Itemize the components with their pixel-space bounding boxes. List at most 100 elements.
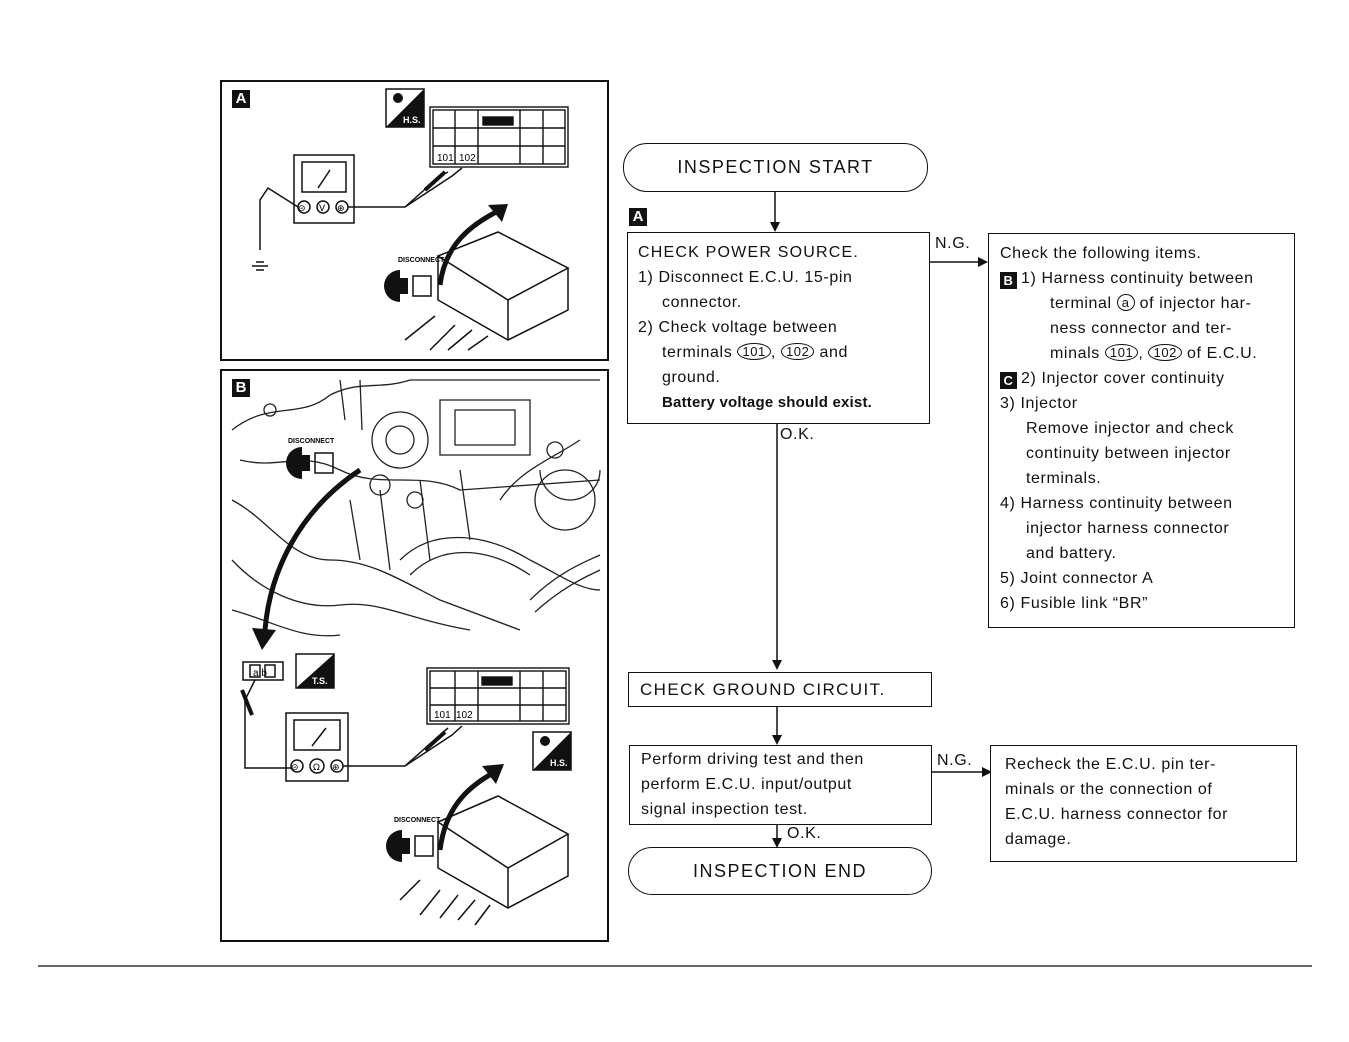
flow-arrowheads (770, 222, 992, 848)
connector-ab-icon (242, 661, 284, 681)
check-power-line-1: 1) Disconnect E.C.U. 15-pin (638, 269, 853, 286)
check-item-1d-pre: minals (1050, 345, 1100, 362)
check-ground-box: CHECK GROUND CIRCUIT. (628, 672, 932, 707)
recheck-line-2: minals or the connection of (1005, 781, 1213, 798)
step-a-tag: A (629, 208, 647, 226)
driving-line-2: perform E.C.U. input/output (641, 776, 852, 793)
check-item-4: 4) Harness continuity between (1000, 495, 1233, 512)
check-item-1b-pre: terminal (1050, 295, 1112, 312)
recheck-line-1: Recheck the E.C.U. pin ter- (1005, 756, 1216, 773)
ng-label-1: N.G. (935, 235, 971, 252)
check-items-title: Check the following items. (1000, 245, 1202, 262)
check-ground-label: CHECK GROUND CIRCUIT. (640, 680, 886, 699)
meter-symbol-plus-a: ⊕ (337, 204, 345, 214)
recheck-line-3: E.C.U. harness connector for (1005, 806, 1229, 823)
ng-label-2: N.G. (937, 752, 973, 769)
ohmmeter-b-icon (285, 712, 349, 782)
disconnect-label-a: DISCONNECT (398, 257, 445, 264)
disconnect-plug-b-top-icon (286, 447, 334, 479)
disconnect-plug-b-bottom-icon (386, 830, 434, 862)
inspection-start-label: INSPECTION START (677, 157, 874, 177)
ecu-terminal-102-circle: 102 (1148, 344, 1182, 361)
check-item-4-line-2: and battery. (1026, 545, 1117, 562)
check-item-1d-post: of E.C.U. (1187, 345, 1258, 362)
check-item-3-line-3: terminals. (1026, 470, 1102, 487)
terminal-102-b: 102 (456, 710, 473, 721)
check-item-3-line-1: Remove injector and check (1026, 420, 1234, 437)
check-item-1a-text: 1) Harness continuity between (1021, 270, 1254, 287)
ts-badge-label: T.S. (312, 676, 328, 686)
check-item-1c: ness connector and ter- (1050, 320, 1232, 337)
meter-symbol-ohm-b: Ω (313, 763, 320, 773)
check-item-3: 3) Injector (1000, 395, 1078, 412)
panel-b-tag: B (232, 379, 250, 397)
b-tag-icon: B (1000, 272, 1017, 289)
check-power-terminals: terminals 101, 102 and (662, 343, 848, 361)
terminal-102-circle: 102 (780, 343, 815, 360)
check-item-4-line-1: injector harness connector (1026, 520, 1230, 537)
driving-line-1: Perform driving test and then (641, 751, 864, 768)
meter-symbol-plus-b: ⊕ (332, 763, 340, 773)
check-item-1b-post: of injector har- (1139, 295, 1252, 312)
hs-badge-b-label: H.S. (550, 758, 568, 768)
check-item-6: 6) Fusible link “BR” (1000, 595, 1149, 612)
check-power-ground: ground. (662, 369, 721, 386)
ecu-unit-a-icon (404, 231, 570, 351)
disconnect-arrow-b-icon (437, 769, 497, 851)
disconnect-label-b-top: DISCONNECT (288, 438, 335, 445)
disconnect-plug-a-icon (384, 270, 432, 302)
ecu-connector-a-icon (429, 106, 569, 168)
terminals-and: and (819, 344, 848, 361)
check-item-2-text: 2) Injector cover continuity (1021, 370, 1225, 387)
ok-label-2: O.K. (787, 825, 822, 842)
connector-ab-label: a b (253, 668, 267, 679)
check-item-5: 5) Joint connector A (1000, 570, 1154, 587)
ok-label-1: O.K. (780, 426, 815, 443)
c-tag-icon: C (1000, 372, 1017, 389)
check-item-3-line-2: continuity between injector (1026, 445, 1231, 462)
meter-symbol-v-a: V (319, 204, 326, 214)
disconnect-arrow-a-icon (437, 207, 502, 286)
arrow-head-a (488, 204, 508, 222)
ecu-unit-b-icon (399, 795, 570, 926)
terminal-a-circle: a (1116, 294, 1135, 311)
terminal-101-b: 101 (434, 710, 451, 721)
ts-badge-icon (295, 653, 335, 689)
hs-badge-b-icon (532, 731, 572, 771)
terminal-102-a: 102 (459, 153, 476, 164)
check-power-line-2: connector. (662, 294, 742, 311)
curved-arrow-b-icon (262, 467, 362, 631)
engine-bay-illustration (231, 379, 601, 637)
check-item-1d: minals 101, 102 of E.C.U. (1050, 344, 1258, 362)
hs-badge-a-label: H.S. (403, 115, 421, 125)
terminal-101-a: 101 (437, 153, 454, 164)
probe-wires-a (252, 167, 463, 271)
meter-symbol-minus-a: ⊝ (298, 204, 306, 214)
driving-line-3: signal inspection test. (641, 801, 808, 818)
check-item-1b: terminal a of injector har- (1000, 291, 1294, 316)
inspection-end-label: INSPECTION END (692, 860, 868, 881)
probe-wires-b (240, 679, 463, 769)
terminals-prefix: terminals (662, 344, 733, 361)
inspection-start: INSPECTION START (623, 143, 928, 192)
panel-a-tag: A (232, 90, 250, 108)
check-power-box: CHECK POWER SOURCE. 1) Disconnect E.C.U.… (627, 232, 930, 424)
hs-badge-a-icon (385, 88, 425, 128)
terminal-101-circle: 101 (737, 343, 771, 360)
voltmeter-a-icon (293, 154, 355, 224)
arrow-head-b2 (482, 764, 504, 784)
inspection-end: INSPECTION END (628, 847, 932, 895)
meter-symbol-minus-b: ⊝ (291, 763, 299, 773)
disconnect-label-b-bottom: DISCONNECT (394, 817, 441, 824)
driving-test-box: Perform driving test and then perform E.… (629, 745, 932, 825)
ecu-terminal-101-circle: 101 (1104, 344, 1139, 361)
check-power-line-3: 2) Check voltage between (638, 319, 838, 336)
recheck-line-4: damage. (1005, 831, 1072, 848)
arrow-head-b (252, 628, 276, 650)
check-power-title: CHECK POWER SOURCE. (638, 244, 860, 261)
recheck-box: Recheck the E.C.U. pin ter- minals or th… (990, 745, 1297, 862)
